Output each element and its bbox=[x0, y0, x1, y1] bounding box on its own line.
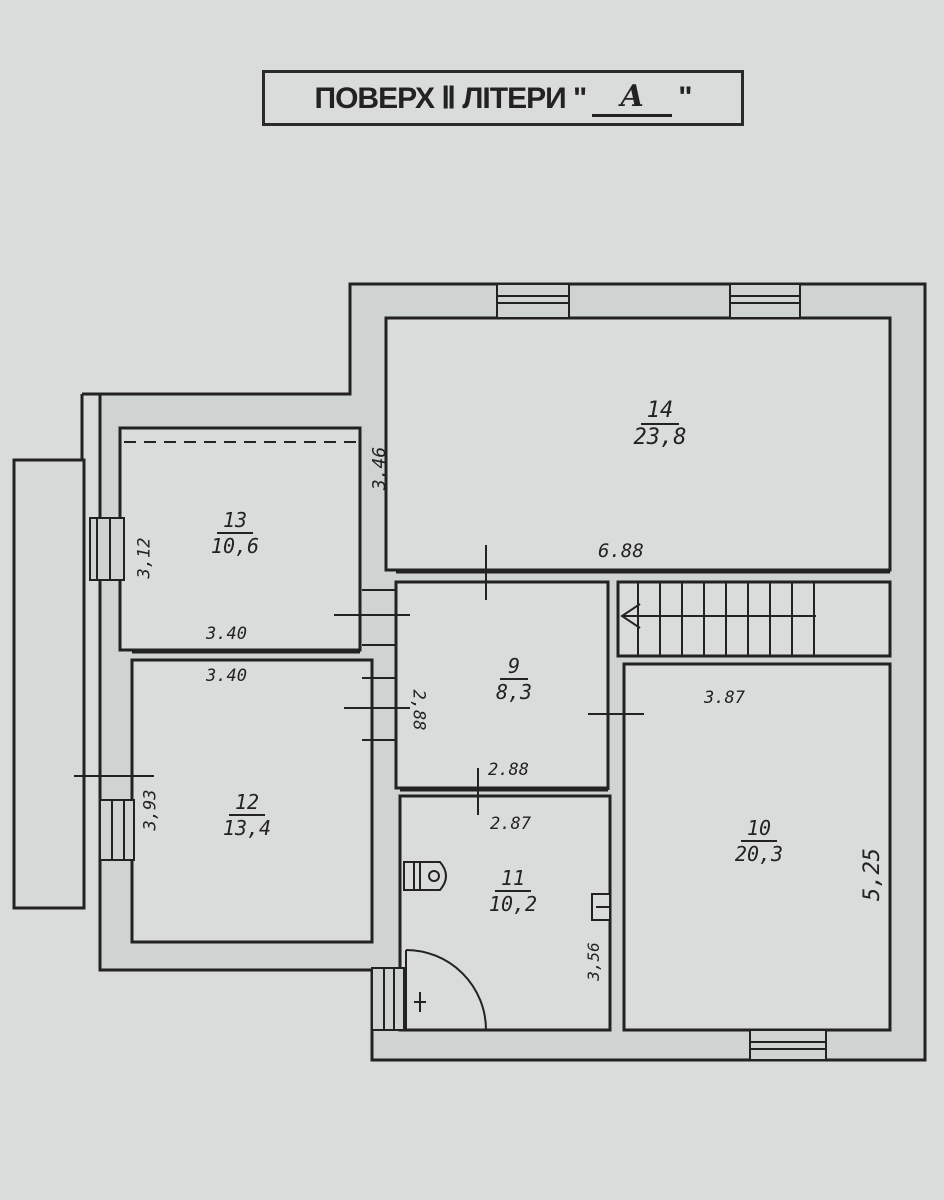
dim-room14-width: 6.88 bbox=[598, 540, 644, 562]
room-area: 13,4 bbox=[222, 816, 272, 840]
room-number: 11 bbox=[494, 866, 532, 892]
window-left-13 bbox=[89, 517, 125, 581]
floor-title-letter: А bbox=[592, 79, 673, 117]
dim-room12-height: 3,93 bbox=[140, 789, 161, 831]
window-top-right bbox=[729, 283, 801, 319]
dim-room13-height: 3,12 bbox=[134, 537, 155, 579]
dim-room11-width: 2.87 bbox=[490, 814, 531, 834]
dim-room10-height: 5,25 bbox=[859, 848, 885, 901]
room-area: 10,2 bbox=[488, 892, 538, 916]
stair-treads bbox=[620, 582, 816, 656]
room-number: 14 bbox=[640, 398, 680, 425]
room-12 bbox=[130, 658, 374, 944]
room-area: 20,3 bbox=[734, 842, 784, 866]
window-left-12 bbox=[99, 799, 135, 861]
dim-room13-width: 3.40 bbox=[206, 624, 247, 644]
floor-title-suffix: " bbox=[678, 81, 692, 114]
room-13 bbox=[118, 426, 362, 652]
window-bottom-left bbox=[371, 967, 405, 1031]
balcony-outline bbox=[12, 458, 86, 910]
dim-room14-height: 3,46 bbox=[369, 446, 391, 491]
door-swing-icon bbox=[405, 949, 487, 1031]
room-number: 9 bbox=[499, 654, 529, 680]
room-number: 10 bbox=[740, 816, 778, 842]
dim-room11-height: 3,56 bbox=[583, 942, 603, 981]
room-10 bbox=[622, 662, 892, 1032]
room-area: 10,6 bbox=[210, 534, 260, 558]
staircase bbox=[616, 580, 892, 658]
room-label-9: 9 8,3 bbox=[484, 654, 544, 704]
dim-room12-width: 3.40 bbox=[206, 666, 247, 686]
floor-title-stamp: ПОВЕРХ Ⅱ ЛІТЕРИ " А " bbox=[262, 70, 744, 126]
window-bottom bbox=[749, 1029, 827, 1061]
room-number: 13 bbox=[216, 508, 254, 534]
room-label-10: 10 20,3 bbox=[724, 816, 794, 866]
room-number: 12 bbox=[228, 790, 266, 816]
room-label-12: 12 13,4 bbox=[212, 790, 282, 840]
room-area: 8,3 bbox=[495, 680, 533, 704]
room-label-14: 14 23,8 bbox=[620, 398, 700, 450]
sink-icon bbox=[591, 893, 611, 921]
toilet-icon bbox=[403, 861, 447, 891]
door-markers bbox=[74, 545, 644, 815]
room-9 bbox=[394, 580, 610, 790]
room-11 bbox=[398, 794, 612, 1032]
dim-room9-width: 2.88 bbox=[488, 760, 529, 780]
dim-room9-height: 2,88 bbox=[408, 689, 429, 731]
window-top-left bbox=[496, 283, 570, 319]
dim-room10-width: 3.87 bbox=[704, 688, 745, 708]
room-label-13: 13 10,6 bbox=[200, 508, 270, 558]
room-area: 23,8 bbox=[633, 425, 687, 450]
room-14 bbox=[384, 316, 892, 572]
floor-title-prefix: ПОВЕРХ Ⅱ ЛІТЕРИ " bbox=[314, 81, 588, 115]
room-label-11: 11 10,2 bbox=[478, 866, 548, 916]
